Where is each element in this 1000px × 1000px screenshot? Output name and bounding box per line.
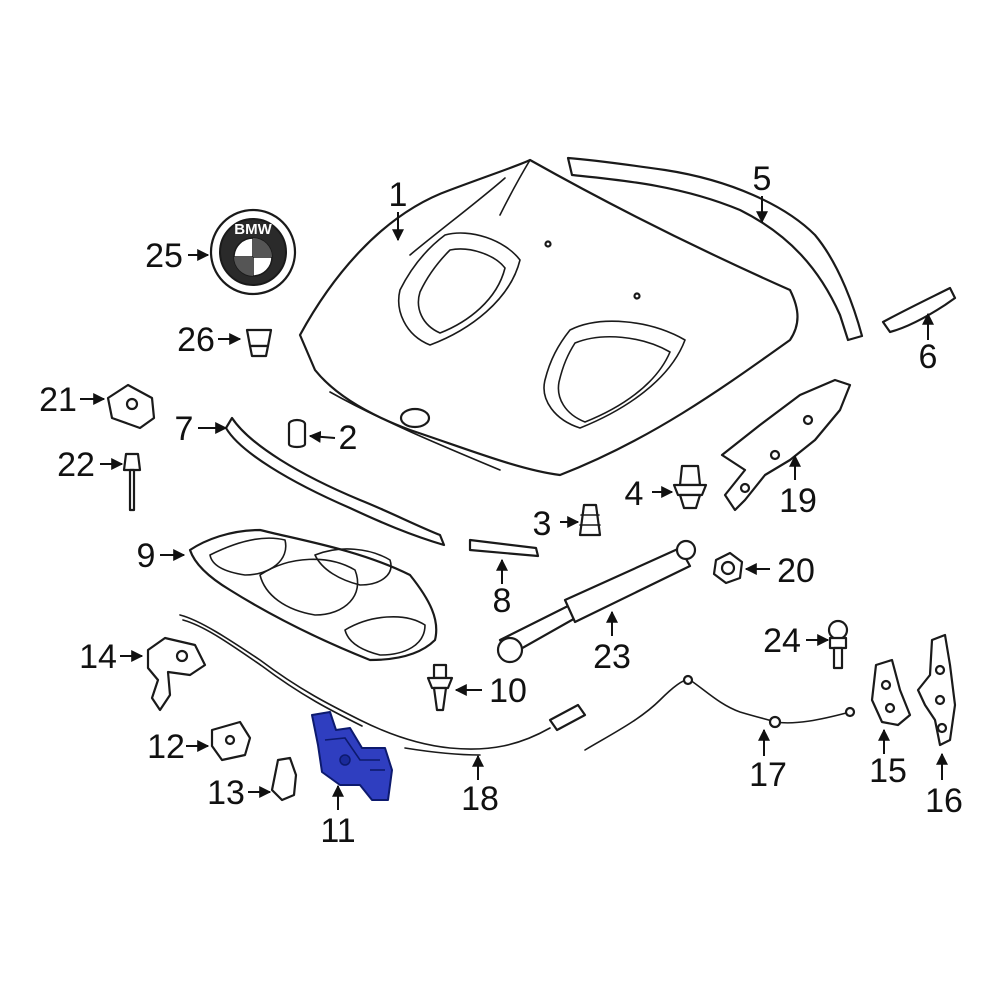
part-hood-lock[interactable]: [311, 711, 393, 801]
part-buffer[interactable]: [578, 503, 602, 537]
part-emblem[interactable]: BMW: [209, 208, 297, 296]
callout-21: 21: [39, 381, 77, 419]
callout-9: 9: [137, 537, 156, 575]
part-insulation-pad[interactable]: [188, 528, 438, 662]
callout-20: 20: [777, 552, 815, 590]
part-hood[interactable]: [298, 158, 799, 477]
callout-2: 2: [339, 419, 358, 457]
part-stud[interactable]: [827, 619, 849, 670]
part-cable[interactable]: [584, 674, 856, 751]
part-nut[interactable]: [712, 551, 744, 585]
callout-6: 6: [919, 338, 938, 376]
callout-26: 26: [177, 321, 215, 359]
callout-16: 16: [925, 782, 963, 820]
part-small-bracket[interactable]: [270, 756, 298, 802]
part-bracket-strip[interactable]: [881, 286, 957, 334]
callout-11: 11: [320, 812, 355, 850]
callout-3: 3: [533, 505, 552, 543]
emblem-logo-text: BMW: [234, 221, 272, 238]
part-clip-bracket[interactable]: [106, 383, 156, 430]
part-hinge-bracket[interactable]: [870, 658, 912, 727]
callout-1: 1: [389, 176, 408, 214]
part-push-clip[interactable]: [672, 464, 708, 510]
callout-19: 19: [779, 482, 817, 520]
leader-lines: [80, 196, 948, 810]
callout-4: 4: [625, 475, 644, 513]
callout-13: 13: [207, 774, 245, 812]
part-front-seal[interactable]: [224, 416, 446, 547]
callout-labels: 1 2 3 4 5 6 7 8 9 10 11 12 13 14 15 16 1…: [39, 160, 963, 850]
callout-24: 24: [763, 622, 801, 660]
callout-10: 10: [489, 672, 527, 710]
callout-25: 25: [145, 237, 183, 275]
callout-23: 23: [593, 638, 631, 676]
callout-18: 18: [461, 780, 499, 818]
callout-7: 7: [175, 410, 194, 448]
callout-15: 15: [869, 752, 907, 790]
part-bump-stop[interactable]: [287, 418, 307, 449]
callout-5: 5: [753, 160, 772, 198]
part-clip[interactable]: [210, 720, 252, 762]
callout-22: 22: [57, 446, 95, 484]
callout-14: 14: [79, 638, 117, 676]
part-seal-strip[interactable]: [566, 156, 864, 342]
part-gas-strut[interactable]: [496, 539, 697, 664]
part-push-pin[interactable]: [426, 663, 454, 712]
callout-17: 17: [749, 756, 787, 794]
part-grommet[interactable]: [245, 328, 273, 358]
callout-12: 12: [147, 728, 185, 766]
leader-2: [308, 430, 336, 443]
part-latch-bracket[interactable]: [146, 636, 207, 712]
part-upper-hinge[interactable]: [916, 633, 957, 747]
part-small-seal[interactable]: [468, 538, 540, 558]
part-rivet-pin[interactable]: [122, 452, 142, 512]
callout-8: 8: [493, 582, 512, 620]
part-hinge[interactable]: [720, 378, 852, 512]
